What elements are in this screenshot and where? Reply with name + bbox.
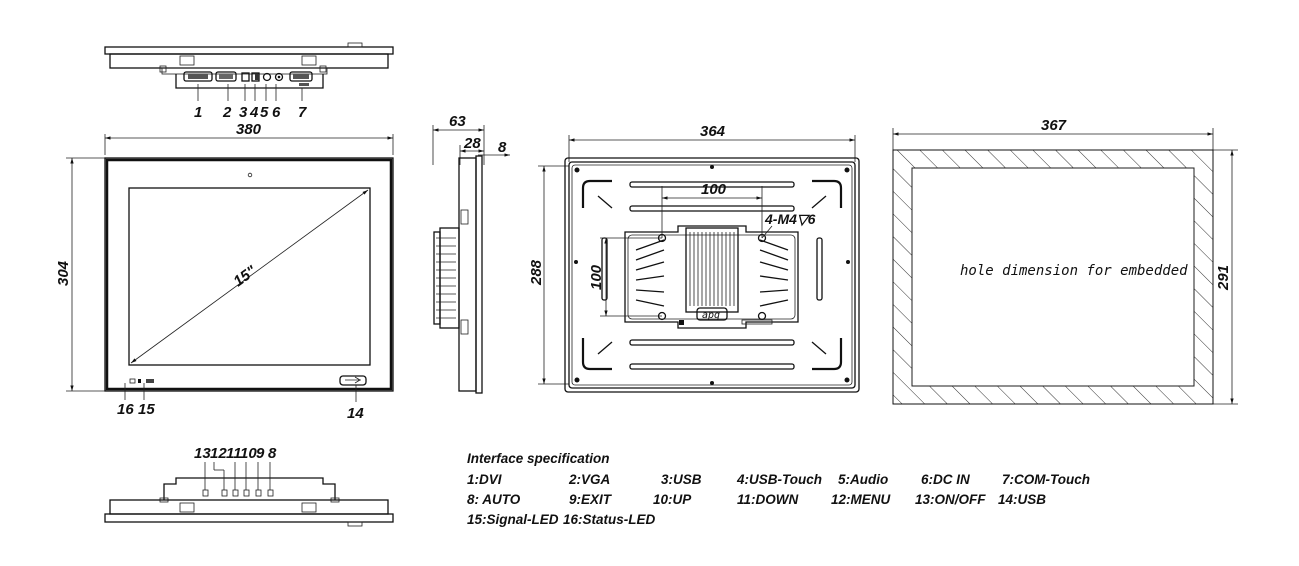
- callout-13: 13: [194, 445, 211, 462]
- spec-8-auto: 8: AUTO: [467, 492, 521, 507]
- front-view: 380 304 15" 16 15 14: [55, 121, 394, 422]
- vesa-vertical-dim: 100: [588, 264, 605, 290]
- callout-9: 9: [256, 445, 265, 462]
- spec-14-usb: 14:USB: [998, 492, 1046, 507]
- cutout-width-dim: 367: [1041, 117, 1067, 134]
- callout-7: 7: [298, 104, 307, 121]
- callout-3: 3: [239, 104, 248, 121]
- spec-11-down: 11:DOWN: [737, 492, 799, 507]
- cutout-view: 367 291 hole dimension for embedded: [892, 117, 1238, 405]
- side-depth-dim: 63: [449, 113, 466, 130]
- callout-8: 8: [268, 445, 277, 462]
- spec-4-usb-touch: 4:USB-Touch: [736, 472, 822, 487]
- bottom-buttons: [202, 489, 274, 497]
- callout-14: 14: [347, 405, 364, 422]
- interface-title: Interface specification: [467, 451, 610, 466]
- callout-12: 12: [210, 445, 227, 462]
- callout-11: 11: [226, 445, 242, 462]
- top-view: 1 2 3 4 5 6 7: [104, 42, 394, 121]
- side-heatsink-fins: [436, 237, 456, 319]
- front-width-dim: 380: [236, 121, 262, 138]
- cutout-note: hole dimension for embedded: [960, 263, 1188, 279]
- rear-corner-brackets: [581, 179, 843, 371]
- spec-3-usb: 3:USB: [661, 472, 702, 487]
- callout-4: 4: [249, 104, 259, 121]
- rear-logo: apq: [702, 310, 720, 321]
- spec-2-vga: 2:VGA: [568, 472, 610, 487]
- embedded-pc-box: apq: [624, 225, 799, 329]
- spec-13-on-off: 13:ON/OFF: [915, 492, 986, 507]
- front-height-dim: 304: [55, 260, 72, 286]
- bottom-view: 13 12 11 10 9 8: [104, 445, 394, 527]
- spec-7-com-touch: 7:COM-Touch: [1002, 472, 1090, 487]
- screw-note: 4-M4▽6: [764, 211, 816, 227]
- spec-12-menu: 12:MENU: [831, 492, 892, 507]
- rear-view: 364 288: [528, 123, 860, 393]
- side-bezel-dim: 8: [498, 139, 507, 156]
- central-heatsink: [689, 232, 735, 306]
- spec-9-exit: 9:EXIT: [569, 492, 613, 507]
- callout-15: 15: [138, 401, 155, 418]
- spec-5-audio: 5:Audio: [838, 472, 888, 487]
- left-fins: [635, 239, 665, 307]
- callout-1: 1: [194, 104, 202, 121]
- spec-6-dc-in: 6:DC IN: [921, 472, 970, 487]
- cutout-height-dim: 291: [1215, 265, 1232, 291]
- side-view: 63 28 8: [432, 113, 510, 394]
- rear-screw-points: [574, 165, 850, 385]
- spec-16-status-led: 16:Status-LED: [563, 512, 656, 527]
- right-fins: [759, 239, 789, 307]
- rear-width-dim: 364: [700, 123, 726, 140]
- side-inner-dim: 28: [463, 135, 481, 152]
- spec-15-signal-led: 15:Signal-LED: [467, 512, 559, 527]
- spec-1-dvi: 1:DVI: [467, 472, 502, 487]
- top-ports: [183, 71, 313, 86]
- callout-2: 2: [222, 104, 232, 121]
- interface-specification: Interface specification 1:DVI 2:VGA 3:US…: [467, 451, 1090, 527]
- screen-diagonal: 15": [230, 262, 260, 290]
- callout-6: 6: [272, 104, 281, 121]
- rear-height-dim: 288: [528, 259, 545, 286]
- callout-5: 5: [260, 104, 269, 121]
- callout-16: 16: [117, 401, 134, 418]
- spec-10-up: 10:UP: [653, 492, 692, 507]
- vesa-horizontal-dim: 100: [701, 181, 727, 198]
- callout-10: 10: [240, 445, 257, 462]
